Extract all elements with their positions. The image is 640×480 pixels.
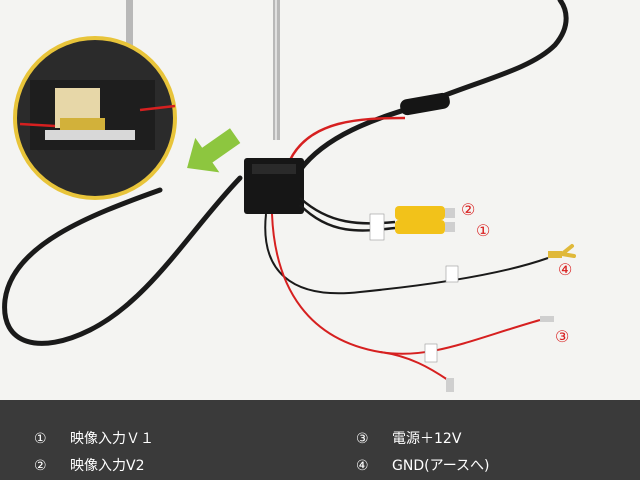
legend-text: 映像入力V2 xyxy=(70,458,145,474)
marker-1: ① xyxy=(476,221,491,240)
power-terminal xyxy=(540,316,554,322)
legend-text: GND(アースへ) xyxy=(392,458,490,474)
rca-plug-v2 xyxy=(395,206,455,220)
legend-text: 映像入力Ｖ１ xyxy=(70,431,154,447)
legend-number: ③ xyxy=(356,431,369,447)
marker-2: ② xyxy=(461,200,476,219)
legend-number: ④ xyxy=(356,458,369,474)
black-power-cable xyxy=(2,175,243,346)
rca-plug-v1 xyxy=(395,220,455,234)
ground-fork-terminal xyxy=(548,244,576,258)
product-photo: ② ① ④ ③ xyxy=(0,0,640,400)
wiring-harness-illustration xyxy=(2,0,576,392)
marker-3: ③ xyxy=(555,327,570,346)
metal-rod xyxy=(126,0,133,80)
marker-4: ④ xyxy=(558,260,573,279)
fuse-closeup-inset xyxy=(13,36,177,200)
legend-number: ② xyxy=(34,458,47,474)
legend-item-4: ④ GND(アースへ) xyxy=(356,455,490,475)
legend-item-3: ③ 電源＋12V xyxy=(356,428,461,448)
legend-item-1: ① 映像入力Ｖ１ xyxy=(34,428,154,448)
legend-number: ① xyxy=(34,431,47,447)
green-arrow-icon xyxy=(187,128,241,173)
legend-text: 電源＋12V xyxy=(392,431,462,447)
legend-caption-bar: ① 映像入力Ｖ１ ② 映像入力V2 ③ 電源＋12V ④ GND(アースへ) xyxy=(0,400,640,480)
legend-item-2: ② 映像入力V2 xyxy=(34,455,144,475)
